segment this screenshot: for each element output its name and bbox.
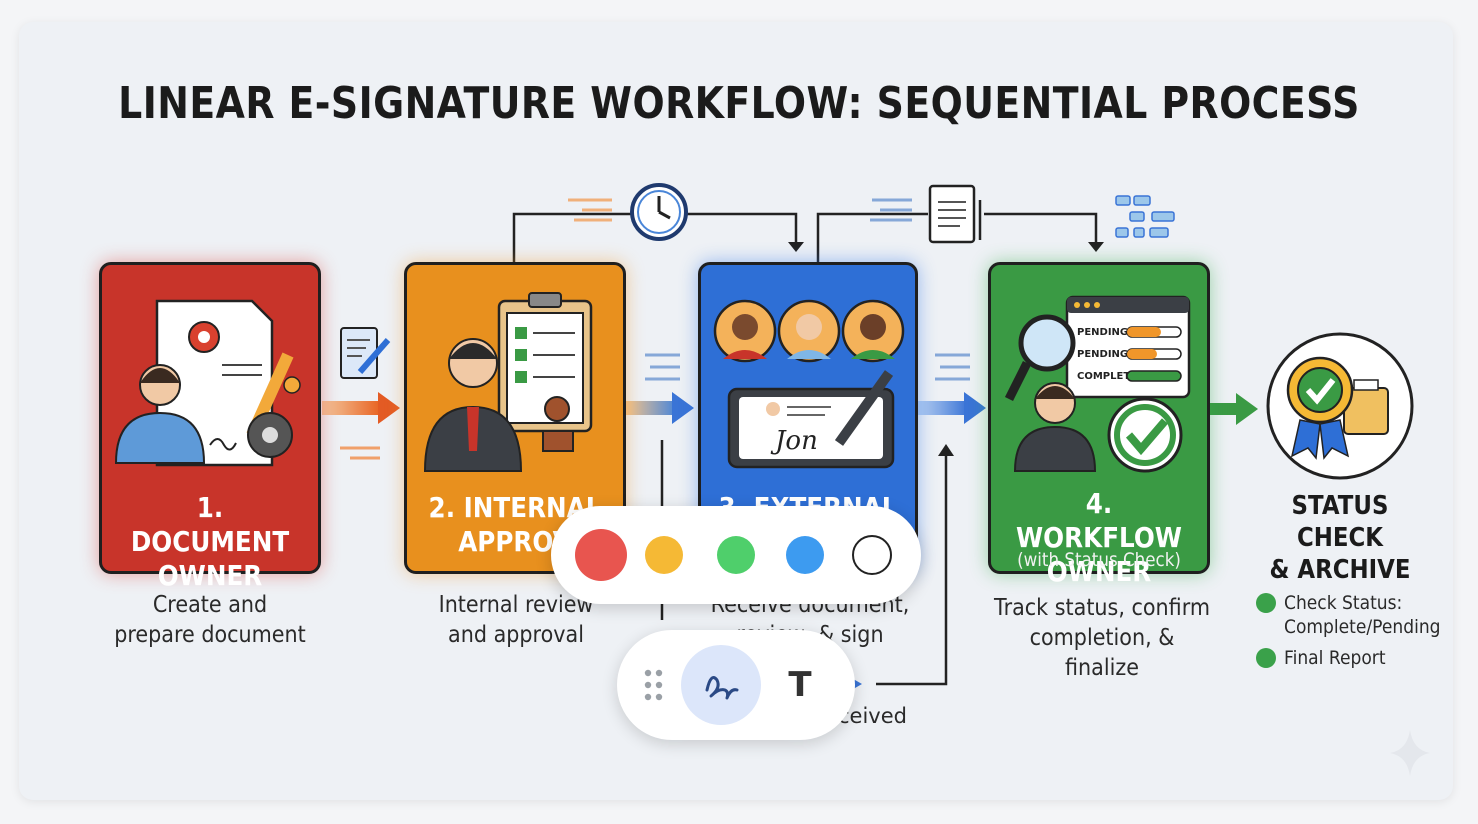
step-1-title-line1: 1. DOCUMENT — [130, 491, 290, 558]
step-1-desc-line1: Create and — [152, 592, 268, 618]
external-signers-illustration: Jon — [713, 299, 905, 469]
color-swatch-white[interactable] — [852, 535, 892, 575]
status-bullet-1-text: Check Status: Complete/Pending — [1284, 591, 1441, 639]
step-1-desc-line2: prepare document — [114, 622, 306, 648]
flowchart-icon — [1115, 195, 1175, 238]
drag-handle-icon[interactable] — [643, 668, 665, 702]
step-2-description: Internal review and approval — [408, 590, 624, 650]
step-1-description: Create and prepare document — [102, 590, 318, 650]
status-bullet-1: Check Status: Complete/Pending — [1256, 591, 1458, 639]
arrow-2-3 — [626, 353, 694, 424]
color-swatch-green[interactable] — [717, 536, 755, 574]
bullet-dot-icon — [1256, 593, 1276, 613]
step-4-description: Track status, confirm completion, & fina… — [990, 593, 1213, 683]
text-icon: T — [788, 665, 812, 705]
step-4-title: 4. WORKFLOW OWNER — [1004, 487, 1194, 589]
step-2-desc-line1: Internal review — [438, 592, 594, 618]
step-1-box: 1. DOCUMENT OWNER — [99, 262, 321, 592]
step-4-desc-line2: completion, & finalize — [1029, 625, 1175, 681]
step-4-subtitle: (with Status Check) — [1017, 549, 1181, 571]
step-4-title-line2: OWNER — [1046, 555, 1152, 588]
arrow-3-4 — [918, 353, 986, 424]
document-owner-illustration — [114, 299, 301, 467]
pen-tool-button[interactable] — [681, 645, 761, 725]
status-bullet-1-line1: Check Status: — [1284, 592, 1403, 614]
signature-text: Jon — [770, 426, 818, 456]
internal-approval-illustration — [423, 292, 593, 472]
arrow-4-final — [1210, 393, 1258, 425]
color-palette-toolbar — [551, 506, 921, 604]
edit-document-icon — [340, 327, 391, 379]
step-4-desc-line1: Track status, confirm — [993, 595, 1211, 621]
status-row-3-label: COMPLETE — [1077, 371, 1137, 382]
status-bullet-2: Final Report — [1256, 646, 1397, 670]
arrow-1-2 — [322, 392, 400, 460]
archive-badge-icon — [1266, 332, 1414, 480]
page-title: LINEAR E-SIGNATURE WORKFLOW: SEQUENTIAL … — [118, 78, 1360, 129]
status-row-1-label: PENDING — [1077, 327, 1128, 338]
color-swatch-yellow[interactable] — [645, 536, 683, 574]
status-row-2-label: PENDING — [1077, 349, 1128, 360]
status-archive-title-line1: STATUS CHECK — [1291, 491, 1389, 553]
color-swatch-blue[interactable] — [786, 536, 824, 574]
status-archive-title: STATUS CHECK & ARCHIVE — [1252, 490, 1428, 586]
step-1-title-line2: OWNER — [157, 559, 263, 592]
status-archive-title-line2: & ARCHIVE — [1269, 555, 1411, 585]
color-swatch-red[interactable] — [575, 529, 627, 581]
status-bullet-2-text: Final Report — [1284, 647, 1386, 669]
step-2-desc-line2: and approval — [448, 622, 584, 648]
step-4-box: PENDING PENDING COMPLETE 4. WORKFLOW OWN… — [988, 262, 1210, 588]
step-1-title: 1. DOCUMENT OWNER — [115, 491, 305, 593]
workflow-owner-illustration: PENDING PENDING COMPLETE — [1004, 295, 1191, 473]
annotation-tools-toolbar: T — [617, 630, 855, 740]
status-bullet-1-line2: Complete/Pending — [1284, 616, 1441, 638]
step-4-title-line1: 4. WORKFLOW — [1016, 487, 1182, 554]
text-tool-button[interactable]: T — [775, 660, 825, 710]
pen-icon — [705, 676, 739, 700]
clock-icon — [630, 183, 688, 241]
bullet-dot-icon — [1256, 648, 1276, 668]
document-icon — [928, 184, 982, 244]
step-2-box: 2. INTERNAL APPROV — [404, 262, 626, 574]
sparkle-icon — [1390, 730, 1430, 776]
